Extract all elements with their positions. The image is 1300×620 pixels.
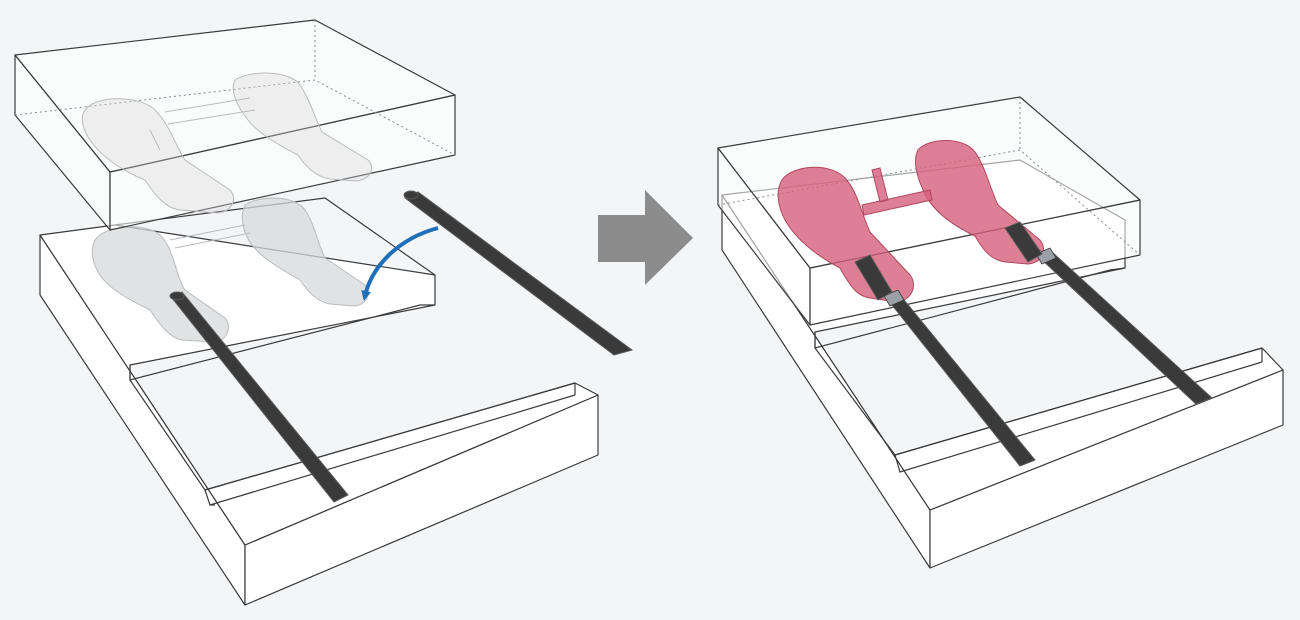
- handle-rods: [854, 221, 1213, 467]
- insert-rods: [169, 190, 634, 503]
- right-arrow-icon: [598, 190, 693, 285]
- top-mold-lid: [14, 19, 456, 231]
- open-mold-panel: [14, 19, 634, 606]
- closed-mold-panel: [717, 96, 1284, 569]
- insert-direction-arrow: [361, 226, 439, 301]
